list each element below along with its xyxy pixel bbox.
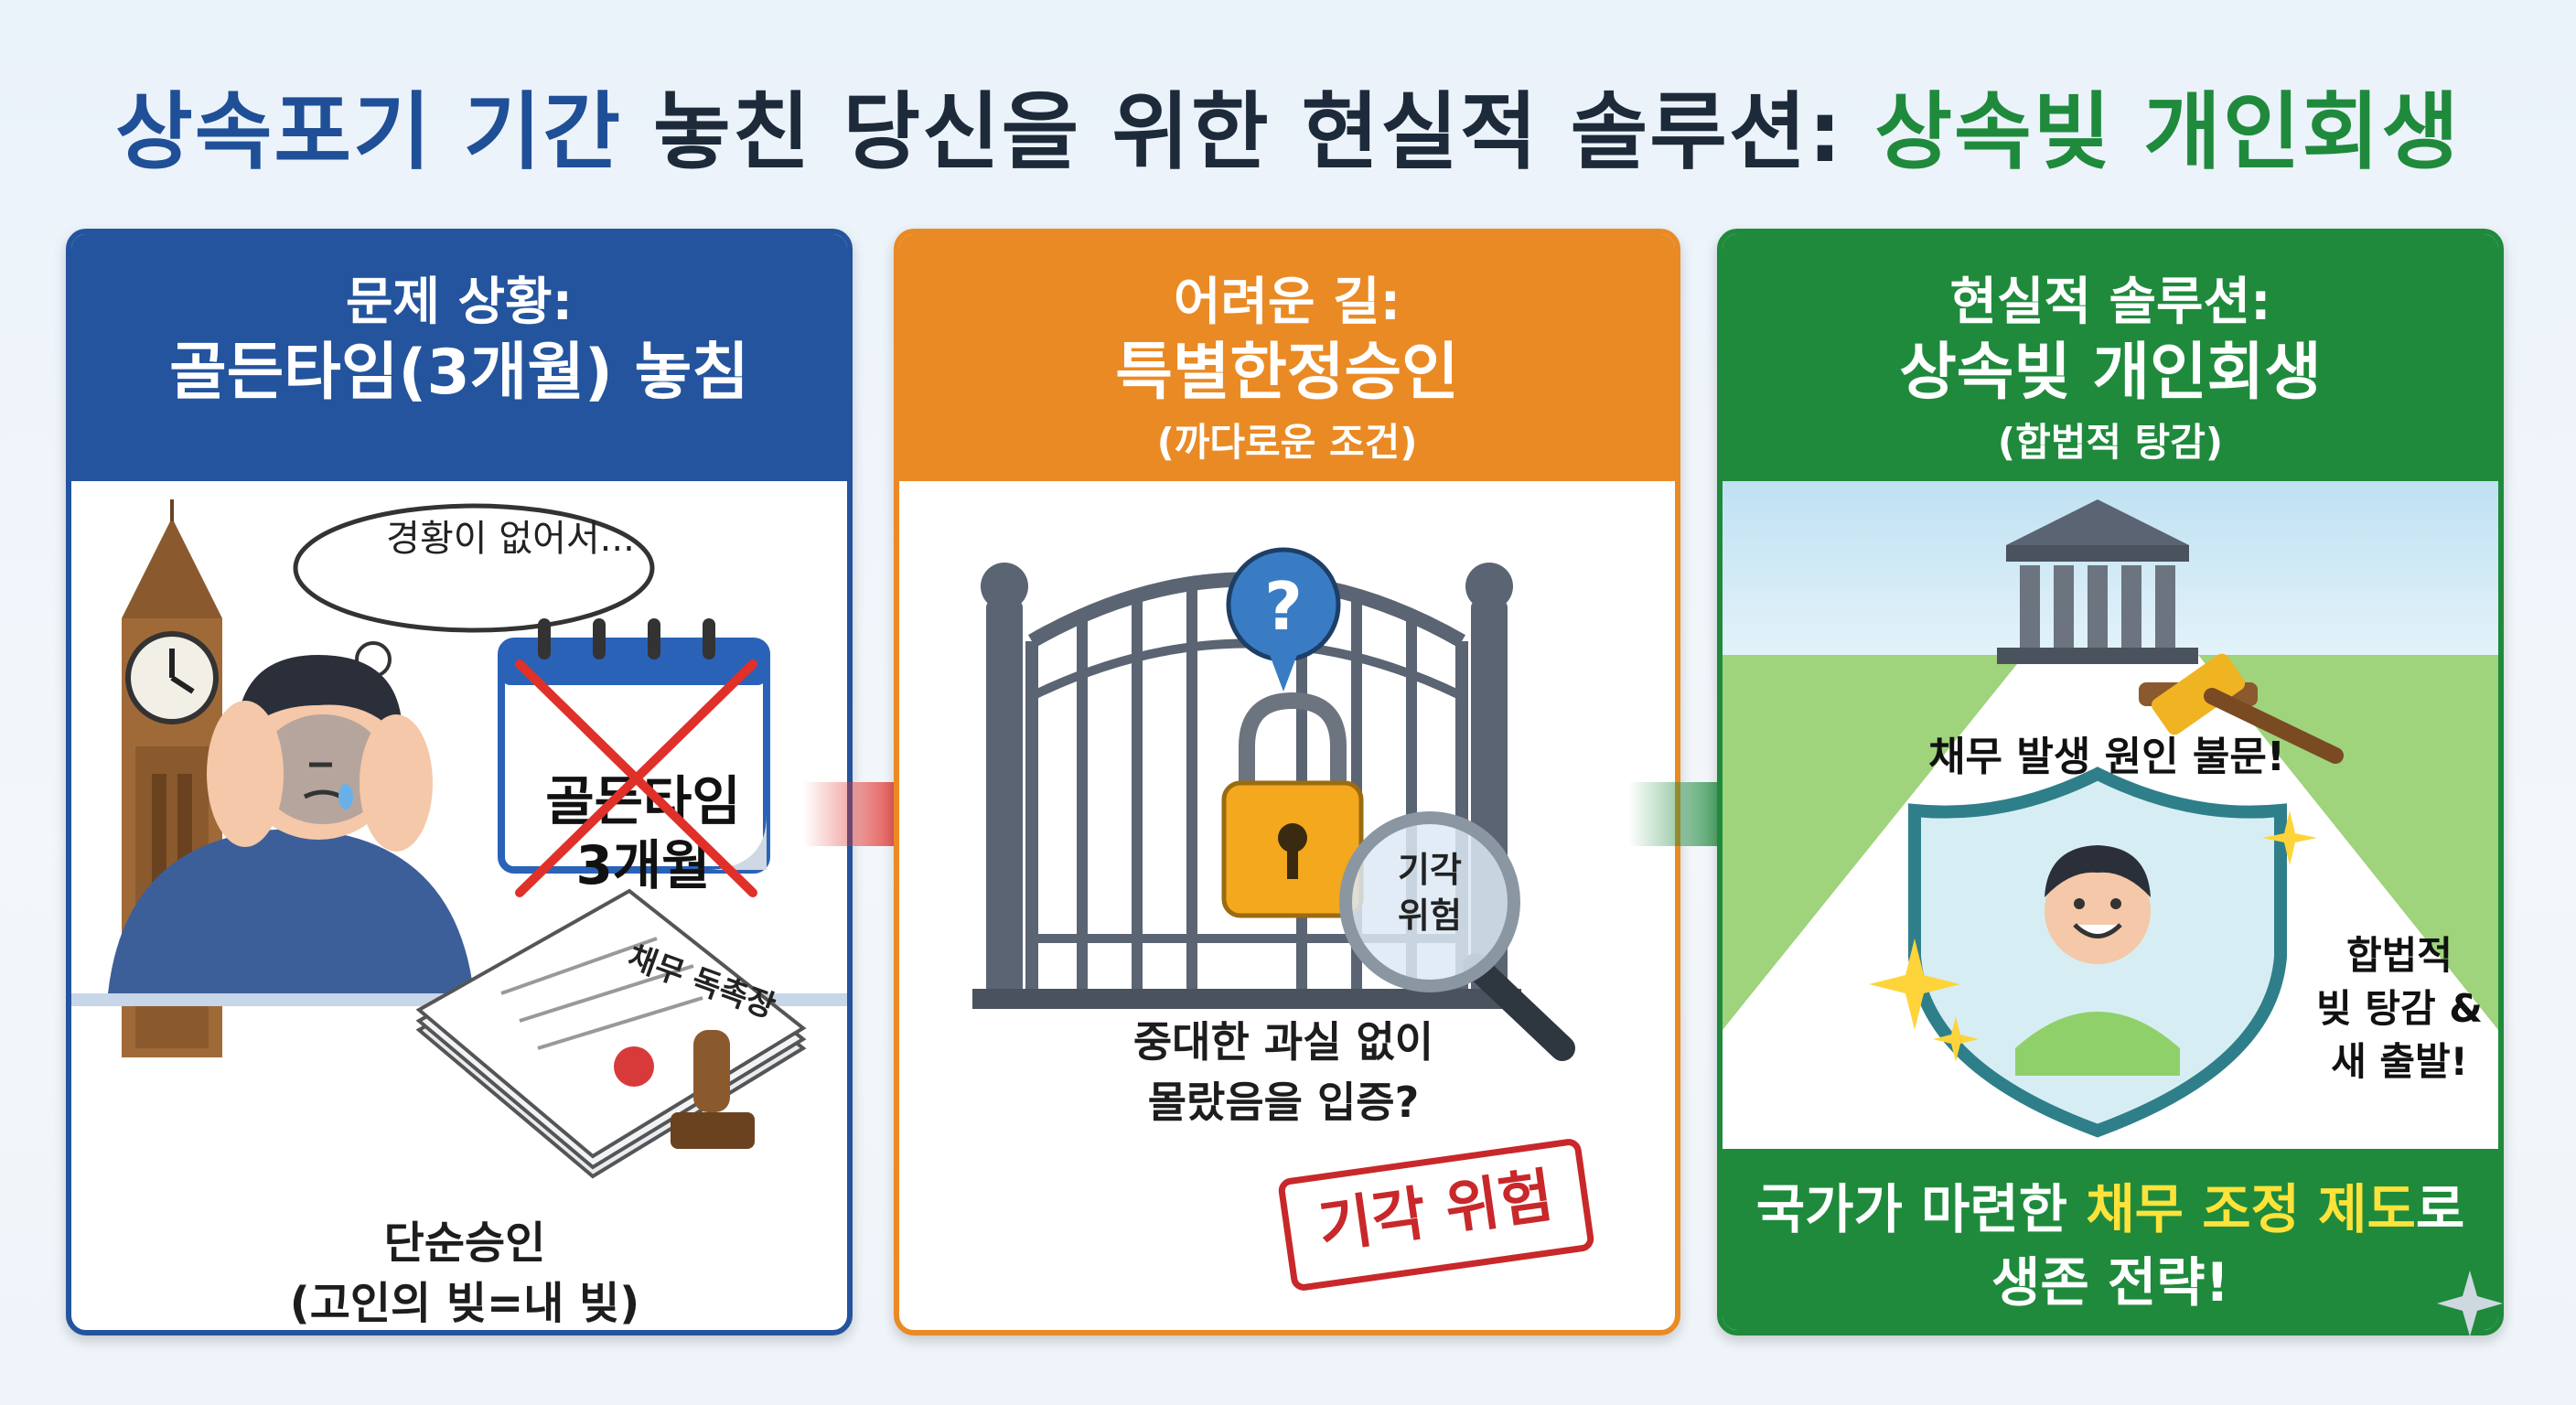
difficult-header-line2: 특별한정승인: [1115, 337, 1459, 409]
calendar-text: 골든타임 3개월: [520, 769, 767, 897]
gate-illustration: [972, 547, 1575, 1061]
sparkle-icon: [1869, 810, 2317, 1062]
debt-notice-documents-icon: [415, 888, 807, 1179]
difficult-path-body: ? 기각 위험 중대한 과실 없이 몰랐음을 입증? 기각 위험: [899, 481, 1675, 1330]
title-part-2: 놓친 당신을 위한 현실적 솔루션:: [622, 83, 1875, 181]
problem-panel: 문제 상황: 골든타임(3개월) 놓침: [66, 229, 853, 1335]
magnifier-text: 기각 위험: [1357, 847, 1503, 938]
banner-post: 로: [2415, 1178, 2465, 1240]
problem-caption: 단순승인 (고인의 빚=내 빚): [236, 1213, 693, 1330]
side-line3: 새 출발!: [2331, 1039, 2468, 1084]
thought-text: 경황이 없어서...: [386, 518, 635, 560]
problem-caption-line2: (고인의 빚=내 빚): [289, 1278, 640, 1329]
court-caption: 채무 발생 원인 불문!: [1928, 734, 2285, 780]
problem-panel-header: 문제 상황: 골든타임(3개월) 놓침: [71, 234, 847, 481]
side-line1: 합법적: [2346, 933, 2453, 978]
page-title: 상속포기 기간 놓친 당신을 위한 현실적 솔루션: 상속빚 개인회생: [0, 64, 2576, 186]
magnifier-icon: [1339, 811, 1575, 1061]
problem-caption-line1: 단순승인: [383, 1217, 546, 1269]
banner-line2: 생존 전략!: [1991, 1251, 2230, 1314]
solution-side-text: 합법적 빚 탕감 & 새 출발!: [2308, 929, 2491, 1089]
solution-header-line2: 상속빚 개인회생: [1899, 337, 2322, 409]
banner-highlight: 채무 조정 제도: [2086, 1178, 2416, 1240]
courthouse-icon: [1997, 499, 2198, 664]
banner-pre: 국가가 마련한: [1755, 1178, 2087, 1240]
calendar-line1: 골든타임: [545, 770, 741, 832]
calendar-line2: 3개월: [575, 834, 711, 896]
problem-illustration: [71, 499, 847, 1179]
solution-header-sub: (합법적 탕감): [1997, 420, 2224, 465]
title-part-3: 상속빚 개인회생: [1874, 83, 2461, 181]
problem-header-line1: 문제 상황:: [346, 273, 573, 332]
solution-panel: 현실적 솔루션: 상속빚 개인회생 (합법적 탕감): [1717, 229, 2504, 1335]
problem-header-line2: 골든타임(3개월) 놓침: [169, 337, 749, 409]
solution-banner: 국가가 마련한 채무 조정 제도로 생존 전략!: [1723, 1149, 2498, 1330]
difficult-header-sub: (까다로운 조건): [1156, 420, 1418, 465]
difficult-caption-line1: 중대한 과실 없이: [1132, 1017, 1434, 1067]
magnifier-line2: 위험: [1398, 896, 1462, 936]
difficult-header-line1: 어려운 길:: [1174, 273, 1401, 332]
title-part-1: 상속포기 기간: [115, 83, 623, 181]
side-line2: 빚 탕감 &: [2316, 986, 2483, 1031]
difficult-path-header: 어려운 길: 특별한정승인 (까다로운 조건): [899, 234, 1675, 481]
padlock-icon: [1221, 692, 1364, 918]
solution-illustration: [1723, 481, 2498, 1149]
difficult-path-panel: 어려운 길: 특별한정승인 (까다로운 조건): [894, 229, 1680, 1335]
solution-panel-body: 채무 발생 원인 불문! 합법적 빚 탕감 & 새 출발! 국가가 마련한 채무…: [1723, 481, 2498, 1330]
corner-star-icon: [2437, 1271, 2503, 1336]
gavel-icon: [2139, 653, 2344, 764]
question-mark-text: ?: [1264, 568, 1303, 645]
problem-panel-body: 경황이 없어서... 골든타임 3개월 채무 독촉장 단순승인 (고인의 빚=내…: [71, 481, 847, 1330]
stamp-icon: [671, 1030, 755, 1149]
magnifier-line1: 기각: [1398, 850, 1462, 890]
solution-header-line1: 현실적 솔루션:: [1949, 273, 2271, 332]
solution-panel-header: 현실적 솔루션: 상속빚 개인회생 (합법적 탕감): [1723, 234, 2498, 481]
question-bubble-icon: [1226, 547, 1341, 692]
shield-icon: [1908, 767, 2287, 1138]
difficult-caption-line2: 몰랐음을 입증?: [1147, 1078, 1420, 1127]
difficult-caption: 중대한 과실 없이 몰랐음을 입증?: [1055, 1012, 1512, 1132]
